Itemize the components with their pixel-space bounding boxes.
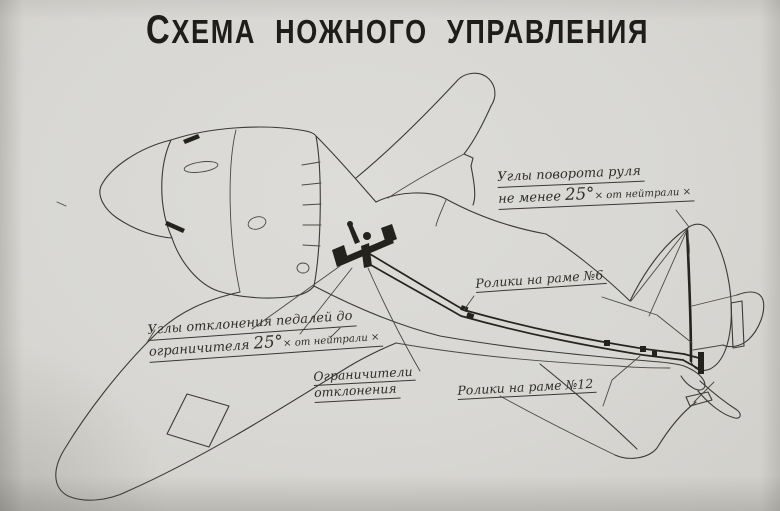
rudder-horn <box>698 352 704 374</box>
cockpit-canopy <box>375 192 547 235</box>
control-cables <box>363 253 704 374</box>
prop-blade-stub <box>183 134 200 144</box>
leader-frame12 <box>602 355 641 407</box>
roller <box>604 340 610 346</box>
leader-frame6-left <box>463 295 475 311</box>
paper-speck <box>56 201 67 207</box>
rudder-hinge-line <box>685 228 693 363</box>
roller-frame6 <box>466 312 475 320</box>
leader-lines <box>145 209 693 407</box>
roller-frame12 <box>652 351 657 357</box>
wing-hatch <box>166 393 230 448</box>
prop-blade-stub <box>165 221 185 233</box>
left-wing <box>55 291 397 501</box>
roller-frame12 <box>640 346 646 352</box>
page-title: СХЕМА НОЖНОГО УПРАВЛЕНИЯ <box>146 8 650 52</box>
spinner-and-cowling <box>99 126 322 299</box>
near-stabilizer <box>499 363 715 459</box>
leader-rudder-angle <box>675 209 690 228</box>
leader-frame6-right <box>601 296 693 344</box>
fuselage <box>313 135 685 369</box>
pedal-assembly <box>332 221 397 268</box>
angle-indicator-lines <box>251 227 689 335</box>
leader-limiters <box>367 267 421 372</box>
tail-fin-and-rudder <box>629 223 765 419</box>
annotation-deflection-limiters: Ограничители отклонения <box>313 364 417 403</box>
elevator-tab <box>685 391 713 407</box>
leader-pedal-angle <box>145 327 341 345</box>
right-wing <box>355 72 496 206</box>
